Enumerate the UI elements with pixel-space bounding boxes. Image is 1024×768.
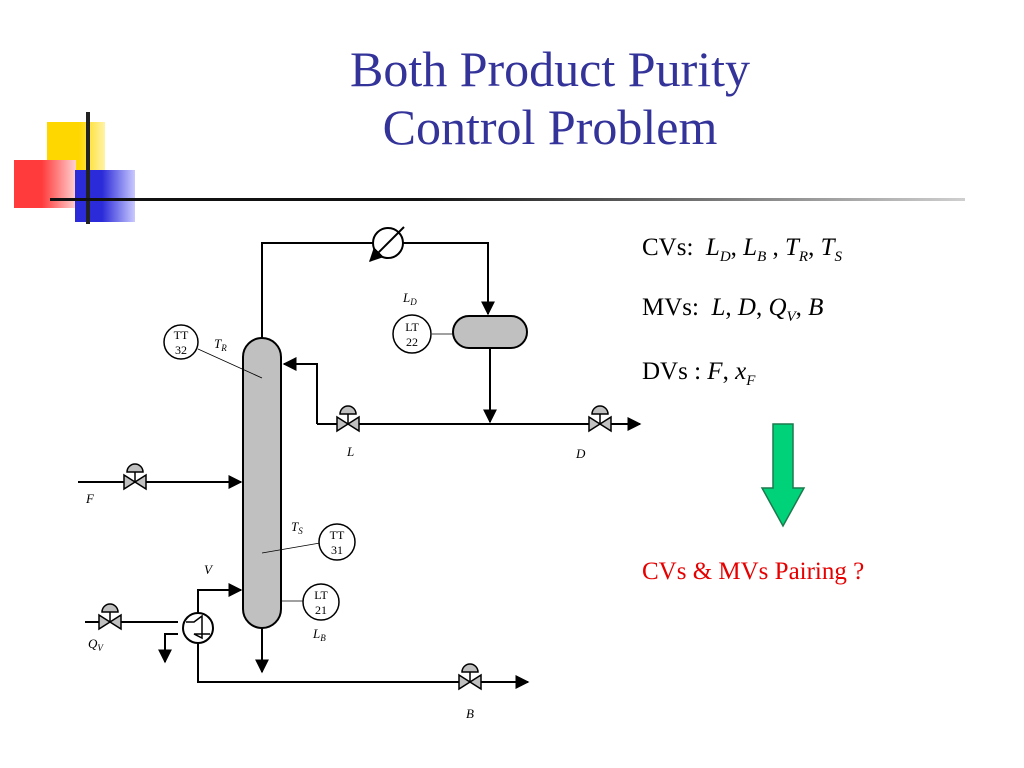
label-d: D xyxy=(575,446,586,461)
tt31-line1: TT xyxy=(330,528,345,542)
variable-subscript: B xyxy=(757,249,767,265)
label-b: B xyxy=(466,706,474,721)
boilup-vapor-line xyxy=(197,583,243,613)
distillate-valve-icon xyxy=(588,405,612,433)
tt31-instrument: TT 31 xyxy=(318,523,356,561)
variable-symbol: x xyxy=(735,358,747,385)
label-ld: LD xyxy=(402,290,417,307)
slide-title: Both Product Purity Control Problem xyxy=(240,40,860,156)
variable-symbol: L xyxy=(743,234,758,261)
condensate-line xyxy=(158,633,178,664)
label-v: V xyxy=(204,562,214,577)
tt32-line1: TT xyxy=(174,328,189,342)
label-tr: TR xyxy=(214,336,227,353)
variable-symbol: L xyxy=(705,234,720,261)
variable-subscript: D xyxy=(719,249,731,265)
variable-symbol: L xyxy=(711,294,726,321)
steam-valve-icon xyxy=(98,603,122,631)
condenser-icon xyxy=(369,226,405,262)
dvs-label: DVs : xyxy=(642,358,702,385)
label-lb: LB xyxy=(312,626,326,643)
down-arrow-icon xyxy=(760,423,806,528)
reflux-drum xyxy=(452,315,528,349)
cvs-list: LD, LB , TR, TS xyxy=(705,234,842,265)
pairing-question: CVs & MVs Pairing ? xyxy=(642,558,865,585)
variable-symbol: F xyxy=(707,358,723,385)
reboiler-icon xyxy=(182,612,214,644)
title-line-1: Both Product Purity xyxy=(349,41,751,97)
label-ts: TS xyxy=(291,519,303,536)
mvs-list: L, D, QV, B xyxy=(711,294,824,325)
label-f: F xyxy=(85,491,95,506)
variable-symbol: Q xyxy=(768,294,787,321)
lt22-line1: LT xyxy=(405,320,419,334)
bottoms-valve-icon xyxy=(458,663,482,691)
feed-valve-icon xyxy=(123,463,147,491)
lt21-line1: LT xyxy=(314,588,328,602)
lt21-line2: 21 xyxy=(315,603,327,617)
mvs-label: MVs: xyxy=(642,294,699,321)
dvs-row: DVs : F, xF xyxy=(642,358,755,390)
reflux-line xyxy=(282,357,318,424)
variable-symbol: D xyxy=(737,294,756,321)
tt32-instrument: TT 32 xyxy=(163,324,199,360)
distillation-column xyxy=(242,337,282,629)
variable-symbol: B xyxy=(808,294,824,321)
variable-symbol: T xyxy=(784,234,799,261)
deco-blue-square xyxy=(75,170,135,222)
tt31-line2: 31 xyxy=(331,543,343,557)
bottoms-product-line xyxy=(197,643,530,689)
variable-symbol: T xyxy=(820,234,835,261)
tt32-signal-line xyxy=(197,348,263,379)
label-l: L xyxy=(346,444,354,459)
variable-subscript: V xyxy=(786,309,796,325)
reflux-valve-icon xyxy=(336,405,360,433)
lt22-instrument: LT 22 xyxy=(392,314,432,354)
variable-subscript: S xyxy=(834,249,842,265)
mvs-row: MVs: L, D, QV, B xyxy=(642,294,823,326)
label-qv: QV xyxy=(88,636,104,653)
dvs-list: F, xF xyxy=(707,358,756,389)
lt21-instrument: LT 21 xyxy=(302,583,340,621)
title-line-2: Control Problem xyxy=(382,99,718,155)
title-underline xyxy=(50,198,965,201)
tt32-line2: 32 xyxy=(175,343,187,357)
tt31-signal-line xyxy=(261,542,321,554)
lt22-line2: 22 xyxy=(406,335,418,349)
variable-subscript: F xyxy=(746,373,756,389)
cvs-label: CVs: xyxy=(642,234,694,261)
deco-vertical-line xyxy=(86,112,90,224)
variable-subscript: R xyxy=(798,249,809,265)
cvs-row: CVs: LD, LB , TR, TS xyxy=(642,234,842,266)
